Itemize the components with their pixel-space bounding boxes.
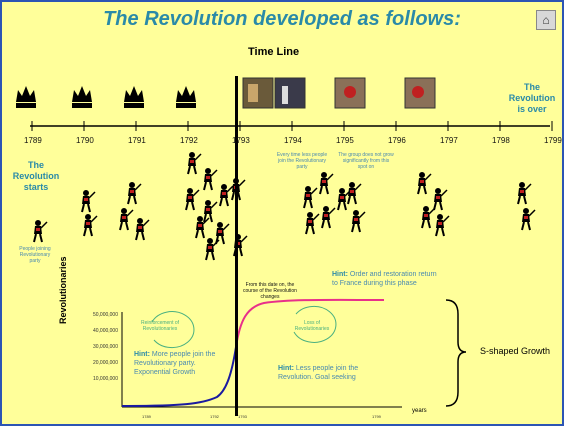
soldier-figure (337, 188, 352, 211)
soldier-figure (135, 218, 150, 241)
graph-y-tick: 20,000,000 (92, 360, 118, 366)
soldier-figure (33, 220, 48, 243)
soldier-figure (119, 208, 134, 231)
hint-order: Hint: Order and restoration return to Fr… (332, 271, 437, 287)
year-label: 1797 (440, 136, 458, 145)
curve-exponential (121, 346, 237, 407)
soldier-figure (305, 212, 320, 235)
graph-y-tick: 10,000,000 (92, 376, 118, 382)
graph-y-tick: 50,000,000 (92, 312, 118, 318)
crown-icons (16, 86, 196, 108)
home-button[interactable]: ⌂ (536, 10, 556, 30)
note-people-joining: People joining Revolutionary party (19, 246, 51, 264)
soldier-figure (521, 208, 536, 231)
note-losing: Every time less people join the Revoluti… (276, 152, 328, 170)
soldier-figure (81, 190, 96, 213)
year-label: 1794 (284, 136, 302, 145)
soldier-figure (205, 238, 220, 261)
year-label: 1793 (232, 136, 250, 145)
soldier-figure (127, 182, 142, 205)
soldier-figure (351, 210, 366, 233)
year-label: 1790 (76, 136, 94, 145)
year-label: 1791 (128, 136, 146, 145)
soldier-figure (185, 188, 200, 211)
crown-icon (72, 86, 92, 108)
end-label: The Revolution is over (508, 82, 556, 114)
timeline-ticks (31, 121, 553, 131)
brace (445, 299, 467, 407)
graph-x-label: years (412, 408, 427, 414)
soldier-figure (417, 172, 432, 195)
history-image (274, 77, 306, 109)
soldier-figure (203, 168, 218, 191)
graph-y-tick: 40,000,000 (92, 328, 118, 334)
soldier-figure (231, 178, 246, 201)
turning-point-line (235, 76, 238, 416)
curve-goal-seeking (235, 298, 385, 348)
soldier-figure (203, 200, 218, 223)
graph-x-tick: 1793 (238, 414, 247, 419)
hint-exponential: Hint: More people join the Revolutionary… (134, 351, 216, 376)
loop-reinforcing-label: Reinforcement of Revolutionaries (140, 320, 180, 332)
soldier-figure (83, 214, 98, 237)
crown-icon (176, 86, 196, 108)
year-label: 1792 (180, 136, 198, 145)
graph-y-tick: 30,000,000 (92, 344, 118, 350)
soldier-figure (421, 206, 436, 229)
soldier-figure (219, 184, 234, 207)
reinforcing-loop-arrow (151, 311, 195, 349)
graph-x-tick: 1799 (372, 414, 381, 419)
page-title: The Revolution developed as follows: (103, 8, 461, 30)
graph-x-tick: 1792 (210, 414, 219, 419)
note-turnover: From this date on, the course of the Rev… (243, 282, 297, 300)
soldier-figure (319, 172, 334, 195)
graph-y-label: Revolutionaries (58, 256, 68, 324)
loop-balancing-label: Loss of Revolutionaries (294, 320, 330, 332)
hint-goal-seeking: Hint: Less people join the Revolution. G… (278, 365, 359, 381)
soldier-figure (215, 222, 230, 245)
year-label: 1789 (24, 136, 42, 145)
home-icon: ⌂ (542, 13, 550, 27)
soldier-figure (187, 152, 202, 175)
soldier-figure (195, 216, 210, 239)
year-label: 1796 (388, 136, 406, 145)
graph-x-tick: 1789 (142, 414, 151, 419)
crown-icon (124, 86, 144, 108)
soldier-figure (347, 182, 362, 205)
soldier-figure (433, 188, 448, 211)
year-label: 1795 (336, 136, 354, 145)
history-images (242, 77, 436, 109)
note-weakening: The group does not grow significantly fr… (338, 152, 394, 170)
year-label: 1799 (544, 136, 562, 145)
start-label: The Revolution starts (12, 160, 60, 192)
timeline-title: Time Line (248, 46, 300, 58)
s-shaped-label: S-shaped Growth (480, 346, 551, 356)
crown-icon (16, 86, 36, 108)
soldier-figure (321, 206, 336, 229)
soldier-figure (303, 186, 318, 209)
soldier-figure (435, 214, 450, 237)
year-label: 1798 (492, 136, 510, 145)
soldier-figure (517, 182, 532, 205)
balancing-loop-arrow (293, 305, 337, 343)
